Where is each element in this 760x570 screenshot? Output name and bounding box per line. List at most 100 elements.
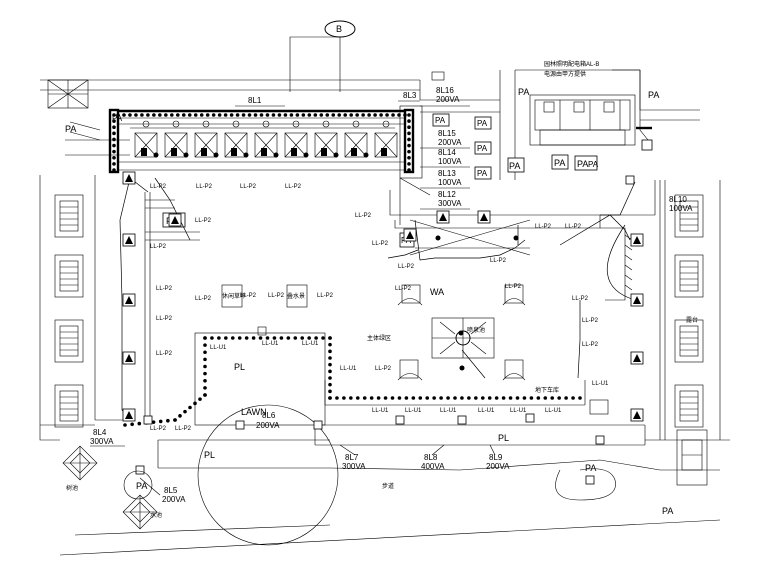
bay-module (164, 132, 188, 158)
strip-light-dot (112, 113, 116, 117)
lawn-lamp-icon (201, 148, 207, 156)
strip-light-dot (164, 113, 168, 117)
strip-light-dot (272, 336, 277, 340)
strip-light-dot (349, 396, 353, 400)
bay-number-bubble (172, 120, 180, 128)
circuit-8l7-load: 300VA (342, 462, 366, 471)
strip-light-dot (183, 409, 187, 414)
lawn-lamp-icon (363, 152, 369, 158)
lawn-lamp-icon (291, 148, 297, 156)
floodlight-icon (122, 351, 136, 365)
pa-label-8: PA (435, 116, 446, 125)
wire-tag: LL-P2 (285, 184, 302, 190)
right-planters (674, 194, 704, 428)
bay-module (224, 132, 248, 158)
site-boundary (40, 69, 700, 180)
strip-light-dot (328, 382, 332, 387)
strip-light-dot (467, 396, 471, 400)
pa-label-15: PA (585, 463, 596, 473)
strip-light-dot (130, 422, 134, 427)
strip-light-dot (328, 342, 332, 347)
lawn-lamp-icon (435, 235, 441, 241)
pa-label-1: PA (112, 114, 123, 123)
strip-light-dot (158, 419, 163, 424)
strip-light-dot (203, 371, 207, 376)
strip-light-dot (391, 113, 395, 117)
grid-axis-b: B (289, 20, 356, 92)
planter-box (54, 194, 84, 238)
bay-number-bubble (232, 120, 240, 128)
strip-light-dot (170, 113, 174, 117)
strip-light-dot (418, 396, 423, 400)
circuit-8l15: 8L15 (438, 129, 456, 138)
room-waterfall: 叠水景 (287, 292, 305, 300)
junction-box-icon (143, 415, 153, 425)
strip-light-dot (203, 364, 207, 369)
pa-label-4: PA (648, 90, 659, 100)
strip-light-dot (217, 336, 221, 340)
strip-light-dot (313, 113, 318, 117)
room-planter: 树池 (66, 484, 78, 492)
left-wall (39, 175, 200, 441)
strip-light-dot (211, 113, 216, 117)
room-path: 步道 (382, 482, 394, 490)
strip-light-dot (342, 396, 346, 400)
strip-light-dot (203, 393, 207, 397)
pl-label-left: PL (204, 450, 215, 460)
wire-tag: LL-P2 (150, 184, 167, 190)
circuit-8l14: 8L14 (438, 148, 456, 157)
strip-light-dot (407, 155, 411, 160)
strip-light-dot (355, 113, 359, 117)
strip-light-dot (217, 113, 222, 117)
strip-light-dot (508, 396, 513, 400)
pa-label-16: PA (662, 506, 673, 516)
circuit-8l15-load: 200VA (438, 138, 462, 147)
wire-tag: LL-P2 (582, 342, 599, 348)
strip-light-dot (128, 113, 132, 117)
wire-tag: LL-P2 (240, 293, 257, 299)
floodlight-icon (477, 210, 491, 224)
equipment-room: 园林照明配电箱AL-B 电源由甲方提供 (529, 60, 653, 151)
strip-light-dot (564, 396, 568, 400)
lawn-lamp-icon (458, 330, 464, 336)
strip-light-dot (407, 149, 411, 154)
grid-bubble-label: B (336, 24, 342, 34)
room-main-stage: 主体绿区 (367, 334, 391, 342)
strip-light-dot (112, 131, 116, 136)
strip-light-dot (300, 336, 305, 340)
lawn-lamp-icon (231, 148, 237, 156)
floodlight-icon (630, 351, 644, 365)
floodlight-icon (122, 408, 136, 422)
wire-tag: LL-P2 (572, 296, 589, 302)
strip-light-dot (328, 356, 332, 360)
strip-light-dot (258, 336, 263, 340)
strip-light-dot (301, 113, 306, 117)
strip-light-dot (425, 396, 430, 400)
junction-box-icon (595, 435, 605, 445)
strip-light-dot (337, 113, 342, 117)
floodlight-icon (630, 408, 644, 422)
wire-tag: LL-P2 (240, 184, 257, 190)
strip-light-dot (271, 113, 276, 117)
strip-light-dot (501, 396, 506, 400)
strip-light-dot (515, 396, 520, 400)
junction-box-icon (313, 420, 323, 430)
lawn-lamp-icon (351, 148, 357, 156)
strip-light-dot (210, 336, 214, 340)
bay-module (374, 132, 398, 158)
strip-light-dot (112, 155, 116, 160)
strip-light-dot (112, 125, 116, 130)
wire-tag: LL-P2 (398, 264, 415, 270)
circuit-8l5-load: 200VA (162, 495, 186, 504)
lawn-lamp-icon (213, 152, 219, 158)
circuit-8l8: 8L8 (424, 453, 438, 462)
wire-tag: LL-P2 (196, 184, 213, 190)
strip-light-dot (550, 396, 555, 400)
junction-box-icon (395, 415, 405, 425)
wire-tag: LL-U1 (592, 381, 609, 387)
strip-light-dot (235, 113, 240, 117)
strip-light-dot (376, 396, 381, 400)
strip-light-dot (367, 113, 371, 117)
strip-light-dot (362, 396, 367, 400)
strip-light-dot (453, 396, 457, 400)
